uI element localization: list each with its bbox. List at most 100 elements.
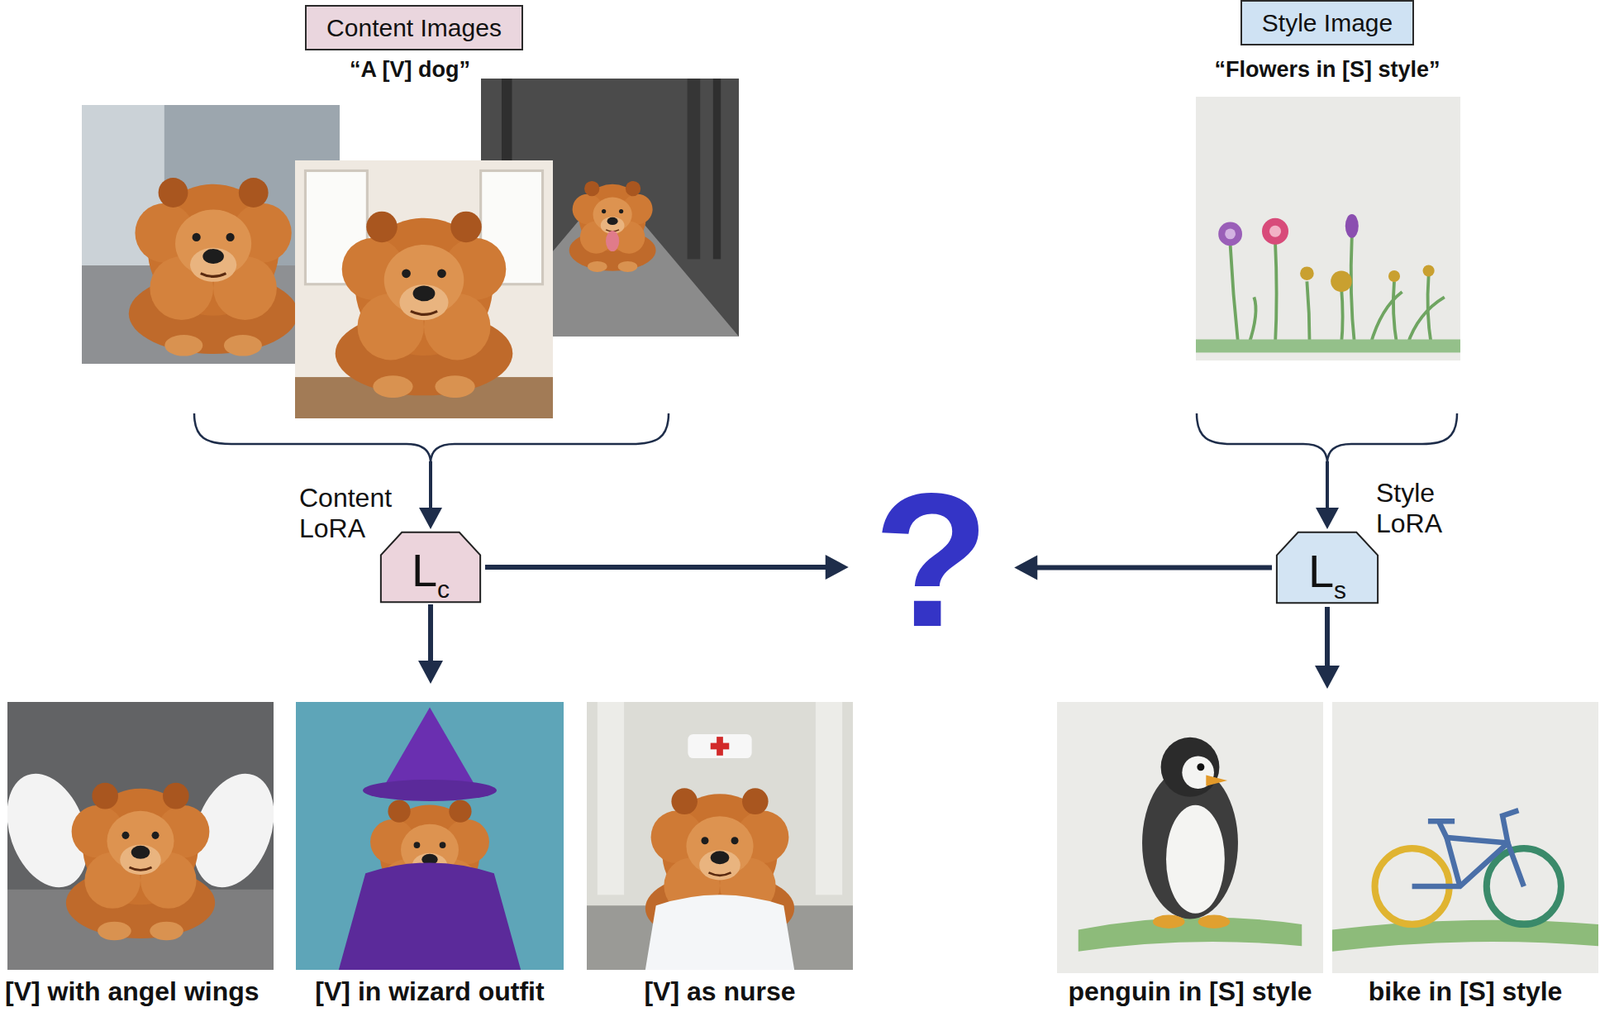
dog-photo bbox=[295, 160, 553, 419]
generated-dog-image bbox=[710, 742, 730, 750]
image-caption: penguin in [S] style bbox=[1067, 975, 1312, 1007]
input-arrow bbox=[419, 461, 443, 529]
connector-line bbox=[485, 564, 833, 570]
generated-dog-image bbox=[586, 701, 853, 970]
style-painting bbox=[1195, 96, 1461, 361]
style-painting bbox=[1248, 296, 1257, 344]
block-label: Content LoRA bbox=[299, 482, 415, 544]
tag-text: Style Image bbox=[1261, 9, 1393, 37]
generated-dog-image bbox=[381, 706, 479, 790]
prompt-caption: “Flowers in [S] style” bbox=[1214, 56, 1440, 83]
style-painting bbox=[1261, 218, 1289, 245]
input-arrow bbox=[428, 461, 433, 513]
generated-penguin-image bbox=[1078, 917, 1302, 952]
prompt-caption: “A [V] dog” bbox=[349, 56, 471, 83]
generated-penguin-image bbox=[1057, 701, 1324, 973]
generated-dog-image bbox=[586, 701, 853, 970]
generated-penguin-image bbox=[1166, 804, 1225, 914]
symbol-subscript: c bbox=[437, 575, 450, 603]
generated-dog-image bbox=[597, 701, 624, 895]
symbol-text: Lc bbox=[379, 543, 482, 609]
generated-bike-image bbox=[1502, 809, 1519, 843]
style-painting bbox=[1224, 228, 1236, 240]
tag-text: Content Images bbox=[326, 14, 502, 42]
dog-photo bbox=[569, 180, 657, 272]
content-images-tag: Content Images bbox=[304, 4, 524, 51]
input-arrow bbox=[1325, 461, 1329, 513]
dog-photo bbox=[605, 230, 620, 252]
symbol-letter: L bbox=[1308, 544, 1334, 597]
question-text: ? bbox=[873, 453, 991, 667]
dog-photo bbox=[335, 211, 514, 398]
generated-dog-image bbox=[338, 861, 521, 970]
lora-outline bbox=[380, 532, 481, 602]
style-painting bbox=[1269, 225, 1281, 238]
style-painting bbox=[1351, 236, 1355, 345]
style-painting bbox=[1300, 266, 1315, 281]
lora-outline bbox=[1276, 532, 1378, 603]
image-caption: bike in [S] style bbox=[1368, 975, 1563, 1007]
output-arrow bbox=[418, 660, 443, 684]
block-label: Style LoRA bbox=[1376, 477, 1476, 539]
output-arrow bbox=[418, 604, 443, 684]
style-bracket bbox=[1196, 413, 1458, 463]
image-caption: [V] as nurse bbox=[643, 975, 796, 1007]
generated-penguin-image bbox=[1161, 737, 1220, 797]
question-mark: ? bbox=[873, 465, 991, 656]
dog-photo bbox=[687, 78, 701, 259]
generated-penguin-image bbox=[1152, 914, 1186, 928]
output-arrow bbox=[428, 604, 434, 666]
style-bracket bbox=[1196, 413, 1328, 463]
generated-dog-image bbox=[66, 782, 215, 941]
symbol-subscript: s bbox=[1333, 576, 1347, 604]
symbol-text: Ls bbox=[1275, 544, 1380, 610]
generated-bike-image bbox=[1428, 820, 1455, 838]
style-painting bbox=[1407, 296, 1445, 344]
connector-line bbox=[1030, 565, 1272, 571]
input-arrow bbox=[1315, 507, 1339, 529]
arrow-head bbox=[825, 554, 849, 580]
arrow-head bbox=[1014, 555, 1038, 581]
content-bracket bbox=[194, 413, 431, 463]
generated-bike-image bbox=[1446, 837, 1508, 886]
output-arrow bbox=[1324, 606, 1330, 670]
generated-dog-image bbox=[0, 701, 289, 970]
style-painting bbox=[1370, 291, 1402, 345]
generated-dog-image bbox=[362, 779, 497, 801]
generated-dog-image bbox=[687, 733, 752, 758]
generated-dog-image bbox=[645, 894, 795, 970]
generated-dog-image bbox=[295, 701, 564, 970]
image-caption: [V] in wizard outfit bbox=[314, 975, 544, 1007]
generated-bike-image bbox=[1486, 847, 1562, 924]
style-painting bbox=[1230, 236, 1445, 345]
generated-bike-image bbox=[1412, 809, 1524, 886]
style-painting bbox=[1330, 271, 1353, 293]
generated-bike-image bbox=[1412, 842, 1524, 886]
content-lora-block: Content LoRALc bbox=[379, 530, 482, 604]
generated-bike-image bbox=[1332, 701, 1599, 973]
style-painting bbox=[1423, 265, 1435, 277]
content-bracket bbox=[430, 413, 669, 463]
style-image-tag: Style Image bbox=[1240, 0, 1415, 46]
style-painting bbox=[1306, 280, 1310, 345]
input-arrow bbox=[419, 507, 443, 529]
image-caption: [V] with angel wings bbox=[4, 975, 260, 1007]
style-bracket bbox=[1327, 413, 1458, 463]
style-painting bbox=[1195, 338, 1461, 353]
generated-penguin-image bbox=[1205, 775, 1228, 786]
dog-photo bbox=[128, 177, 299, 357]
style-painting bbox=[1393, 280, 1397, 345]
input-arrow bbox=[1315, 461, 1339, 529]
style-painting bbox=[1218, 222, 1243, 247]
style-painting bbox=[1345, 214, 1359, 239]
style-painting bbox=[1341, 286, 1343, 345]
style-lora-block: Style LoRALs bbox=[1275, 530, 1380, 605]
generated-dog-image bbox=[815, 701, 843, 895]
dog-photo bbox=[713, 78, 721, 259]
output-arrow bbox=[1314, 665, 1340, 689]
symbol-letter: L bbox=[411, 543, 438, 596]
generated-bike-image bbox=[1332, 701, 1599, 973]
